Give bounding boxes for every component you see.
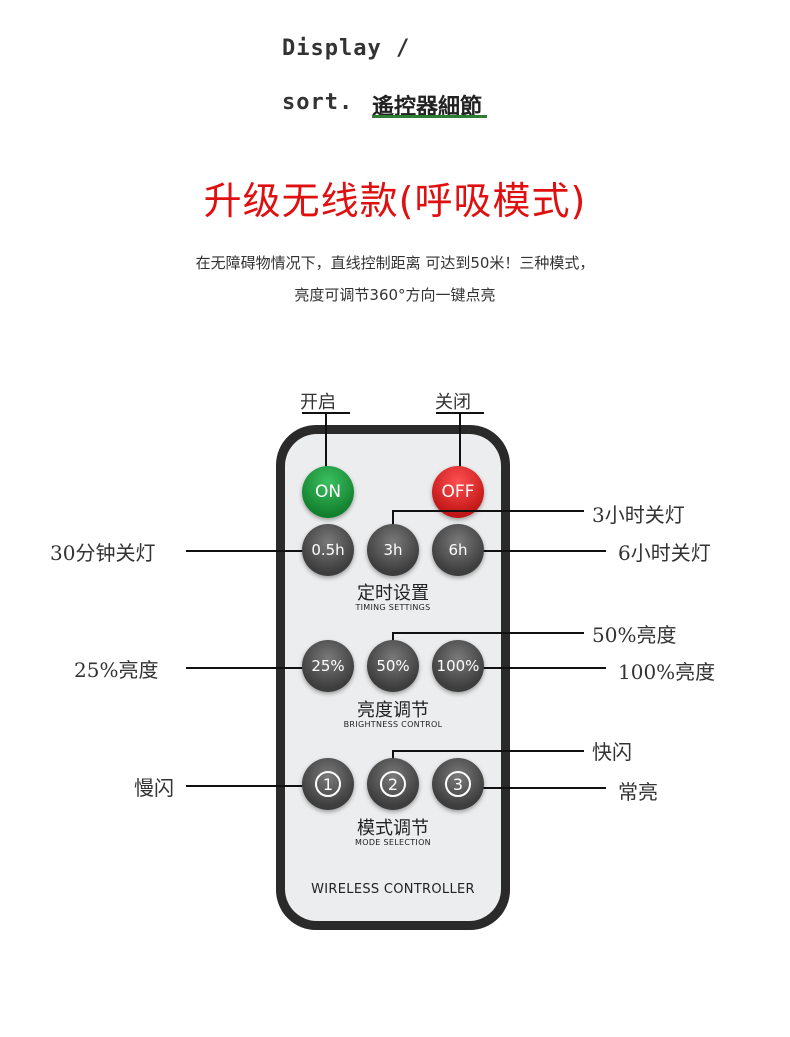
brightness-50-button[interactable]: 50% bbox=[367, 640, 419, 692]
annotation-mode-slow: 慢闪 bbox=[134, 776, 174, 800]
annotation-bright-25-line bbox=[186, 667, 326, 669]
mode-3-button[interactable]: 3 bbox=[432, 758, 484, 810]
page-title: 升级无线款(呼吸模式) bbox=[203, 179, 587, 223]
annotation-on-leader bbox=[325, 412, 327, 470]
annotation-bright-100: 100%亮度 bbox=[618, 660, 716, 684]
timing-section-label-en: TIMING SETTINGS bbox=[355, 603, 431, 612]
annotation-timer-3h: 3小时关灯 bbox=[592, 503, 685, 527]
brightness-25-button[interactable]: 25% bbox=[302, 640, 354, 692]
annotation-bright-50-line bbox=[392, 632, 584, 634]
annotation-off-leader bbox=[459, 412, 461, 470]
annotation-timer-6h-line bbox=[460, 550, 606, 552]
annotation-timer-30min-line bbox=[186, 550, 326, 552]
mode-section-label: 模式调节 bbox=[357, 818, 429, 839]
timer-0-5h-button[interactable]: 0.5h bbox=[302, 524, 354, 576]
annotation-timer-3h-line bbox=[392, 510, 584, 512]
mode-1-button[interactable]: 1 bbox=[302, 758, 354, 810]
annotation-on: 开启 bbox=[300, 392, 336, 413]
power-on-button[interactable]: ON bbox=[302, 466, 354, 518]
annotation-mode-steady-line bbox=[460, 787, 606, 789]
timer-6h-button[interactable]: 6h bbox=[432, 524, 484, 576]
timer-3h-button[interactable]: 3h bbox=[367, 524, 419, 576]
annotation-bright-25: 25%亮度 bbox=[74, 658, 159, 682]
annotation-off: 关闭 bbox=[435, 392, 471, 413]
header-line2-prefix: sort. bbox=[282, 90, 354, 115]
mode-2-number: 2 bbox=[380, 771, 406, 797]
annotation-bright-100-line bbox=[460, 667, 606, 669]
mode-1-number: 1 bbox=[315, 771, 341, 797]
header-line1: Display / bbox=[282, 36, 411, 61]
annotation-timer-30min: 30分钟关灯 bbox=[50, 541, 156, 565]
mode-section-label-en: MODE SELECTION bbox=[355, 838, 431, 847]
description-line2: 亮度可调节360°方向一键点亮 bbox=[294, 286, 496, 304]
annotation-mode-steady: 常亮 bbox=[618, 780, 658, 804]
mode-2-button[interactable]: 2 bbox=[367, 758, 419, 810]
annotation-bright-50: 50%亮度 bbox=[592, 623, 677, 647]
annotation-mode-slow-line bbox=[186, 785, 326, 787]
brightness-section-label-en: BRIGHTNESS CONTROL bbox=[343, 720, 443, 729]
brightness-section-label: 亮度调节 bbox=[357, 700, 429, 721]
annotation-timer-6h: 6小时关灯 bbox=[618, 541, 711, 565]
description-line1: 在无障碍物情况下，直线控制距离 可达到50米！三种模式， bbox=[195, 254, 595, 272]
header-underline bbox=[372, 115, 487, 118]
brightness-100-button[interactable]: 100% bbox=[432, 640, 484, 692]
remote-brand-label: WIRELESS CONTROLLER bbox=[311, 882, 475, 897]
power-off-button[interactable]: OFF bbox=[432, 466, 484, 518]
timing-section-label: 定时设置 bbox=[357, 583, 429, 604]
annotation-mode-fast-line bbox=[392, 750, 584, 752]
annotation-mode-fast: 快闪 bbox=[592, 740, 632, 764]
mode-3-number: 3 bbox=[445, 771, 471, 797]
